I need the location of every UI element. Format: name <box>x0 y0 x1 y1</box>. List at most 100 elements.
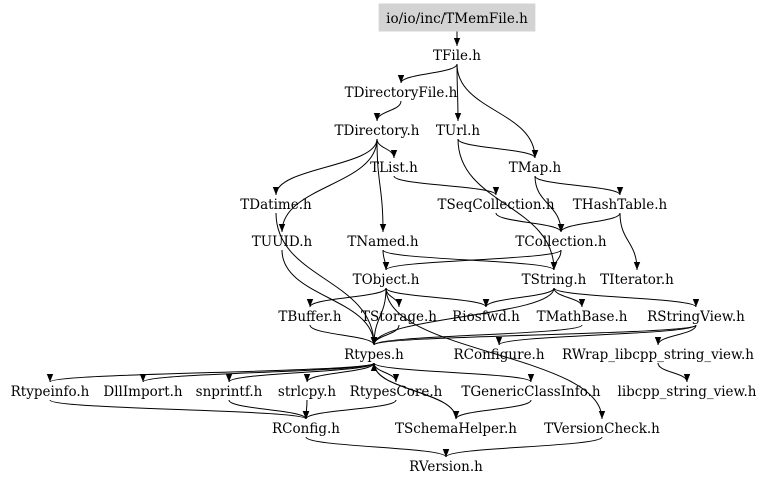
node-tdirfile[interactable]: TDirectoryFile.h <box>345 85 458 101</box>
node-label: RWrap_libcpp_string_view.h <box>562 347 754 363</box>
edge-turl-to-tstring <box>457 138 558 271</box>
edge-tobject-to-tbuffer <box>306 287 387 308</box>
node-tdir[interactable]: TDirectory.h <box>335 123 420 139</box>
edge-rtypescore-to-rconfig <box>302 399 397 420</box>
edge-turl-to-tmap <box>457 138 539 159</box>
edge-tobject-to-tversioncheck <box>385 287 606 420</box>
node-snprintf[interactable]: snprintf.h <box>196 384 263 400</box>
node-tmathbase[interactable]: TMathBase.h <box>537 309 628 325</box>
root-node-box <box>378 3 536 32</box>
node-label: DllImport.h <box>103 384 183 400</box>
node-tcollection[interactable]: TCollection.h <box>515 234 607 250</box>
edge-tversioncheck-to-rversion <box>442 436 603 458</box>
edge-tuuid-to-rtypes <box>281 249 378 346</box>
node-label: TDirectory.h <box>335 123 420 139</box>
edge-tdirfile-to-tdir <box>373 100 402 122</box>
edge-tmathbase-to-rtypes <box>370 324 583 346</box>
node-rtypes[interactable]: Rtypes.h <box>344 347 404 363</box>
node-label: RConfig.h <box>272 421 340 437</box>
node-label: TString.h <box>522 272 587 288</box>
edge-rstringview-to-rconfigure <box>495 324 697 346</box>
node-label: TStorage.h <box>361 309 437 325</box>
edge-tcollection-to-tobject <box>382 249 562 271</box>
node-label: TSeqCollection.h <box>437 197 554 213</box>
node-rtypescore[interactable]: RtypesCore.h <box>350 384 443 400</box>
edge-rconfig-to-rversion <box>305 436 450 458</box>
edge-tfile-to-tmap <box>456 63 539 159</box>
node-tgenericclassinfo[interactable]: TGenericClassInfo.h <box>461 384 601 400</box>
node-label: TUUID.h <box>252 234 313 250</box>
edge-strlcpy-to-rconfig <box>302 399 310 420</box>
node-label: TMathBase.h <box>537 309 628 325</box>
edge-tdatime-to-rtypes <box>275 212 378 346</box>
edge-tnamed-to-tobject <box>382 249 390 271</box>
edge-tdir-to-tuuid <box>278 138 378 233</box>
edge-tlist-to-tseqcoll <box>393 175 500 196</box>
edge-tstring-to-rstringview <box>553 287 700 308</box>
node-thashtable[interactable]: THashTable.h <box>573 197 668 213</box>
node-tfile[interactable]: TFile.h <box>433 48 481 64</box>
node-label: Rtypeinfo.h <box>11 384 90 400</box>
node-tversioncheck[interactable]: TVersionCheck.h <box>544 421 660 437</box>
node-tstring[interactable]: TString.h <box>522 272 587 288</box>
node-tnamed[interactable]: TNamed.h <box>347 234 419 250</box>
node-tschemahelper[interactable]: TSchemaHelper.h <box>395 421 517 437</box>
node-tlist[interactable]: TList.h <box>370 160 418 176</box>
node-label: libcpp_string_view.h <box>618 384 757 400</box>
node-label: TVersionCheck.h <box>544 421 660 437</box>
edge-rwrap-to-libcpp <box>657 362 691 383</box>
edge-tseqcoll-to-tcollection <box>495 212 565 233</box>
edge-tschemahelper-to-rtypes <box>370 362 457 420</box>
node-tdatime[interactable]: TDatime.h <box>240 197 312 213</box>
node-tseqcoll[interactable]: TSeqCollection.h <box>437 197 554 213</box>
node-rtypeinfo[interactable]: Rtypeinfo.h <box>11 384 90 400</box>
node-tbuffer[interactable]: TBuffer.h <box>278 309 341 325</box>
edge-tgenericclassinfo-to-tschemahelper <box>452 399 532 420</box>
node-label: TDatime.h <box>240 197 312 213</box>
node-label: RtypesCore.h <box>350 384 443 400</box>
node-label: strlcpy.h <box>278 384 336 400</box>
node-riosfwd[interactable]: Riosfwd.h <box>452 309 520 325</box>
node-turl[interactable]: TUrl.h <box>436 123 480 139</box>
edge-tbuffer-to-rtypes <box>309 324 378 346</box>
node-label: TFile.h <box>433 48 481 64</box>
edge-tmap-to-thashtable <box>534 175 624 196</box>
edge-tfile-to-tdirfile <box>397 63 458 84</box>
edge-rtypes-to-dllimport <box>139 362 375 383</box>
node-label: RVersion.h <box>409 459 483 475</box>
node-label: TDirectoryFile.h <box>345 85 458 101</box>
edge-tdir-to-tnamed <box>376 138 387 233</box>
node-label: Riosfwd.h <box>452 309 520 325</box>
node-label: snprintf.h <box>196 384 263 400</box>
node-label: io/io/inc/TMemFile.h <box>386 11 528 27</box>
edge-thashtable-to-titerator <box>619 212 641 271</box>
node-label: TUrl.h <box>436 123 480 139</box>
node-tuuid[interactable]: TUUID.h <box>252 234 313 250</box>
node-rstringview[interactable]: RStringView.h <box>647 309 745 325</box>
node-dllimport[interactable]: DllImport.h <box>103 384 183 400</box>
node-titerator[interactable]: TIterator.h <box>600 272 674 288</box>
node-strlcpy[interactable]: strlcpy.h <box>278 384 336 400</box>
edge-tdir-to-tdatime <box>272 138 378 196</box>
edge-tcollection-to-tstring <box>550 249 562 271</box>
node-rwrap[interactable]: RWrap_libcpp_string_view.h <box>562 347 754 363</box>
node-tstorage[interactable]: TStorage.h <box>361 309 437 325</box>
edge-rtypeinfo-to-rconfig <box>49 399 309 420</box>
node-libcpp[interactable]: libcpp_string_view.h <box>618 384 757 400</box>
edge-thashtable-to-tcollection <box>557 212 621 233</box>
node-rconfig[interactable]: RConfig.h <box>272 421 340 437</box>
node-label: TList.h <box>370 160 418 176</box>
node-label: THashTable.h <box>573 197 668 213</box>
edge-tstring-to-rtypes <box>370 287 555 346</box>
edge-tdir-to-tlist <box>376 138 398 159</box>
node-label: RStringView.h <box>647 309 745 325</box>
edge-tstring-to-riosfwd <box>482 287 555 308</box>
node-tmap[interactable]: TMap.h <box>509 160 562 176</box>
node-root[interactable]: io/io/inc/TMemFile.h <box>378 3 536 32</box>
edge-rtypes-to-tgenericclassinfo <box>373 362 535 383</box>
node-label: TObject.h <box>353 272 420 288</box>
node-tobject[interactable]: TObject.h <box>353 272 420 288</box>
node-rversion[interactable]: RVersion.h <box>409 459 483 475</box>
node-rconfigure[interactable]: RConfigure.h <box>453 347 544 363</box>
